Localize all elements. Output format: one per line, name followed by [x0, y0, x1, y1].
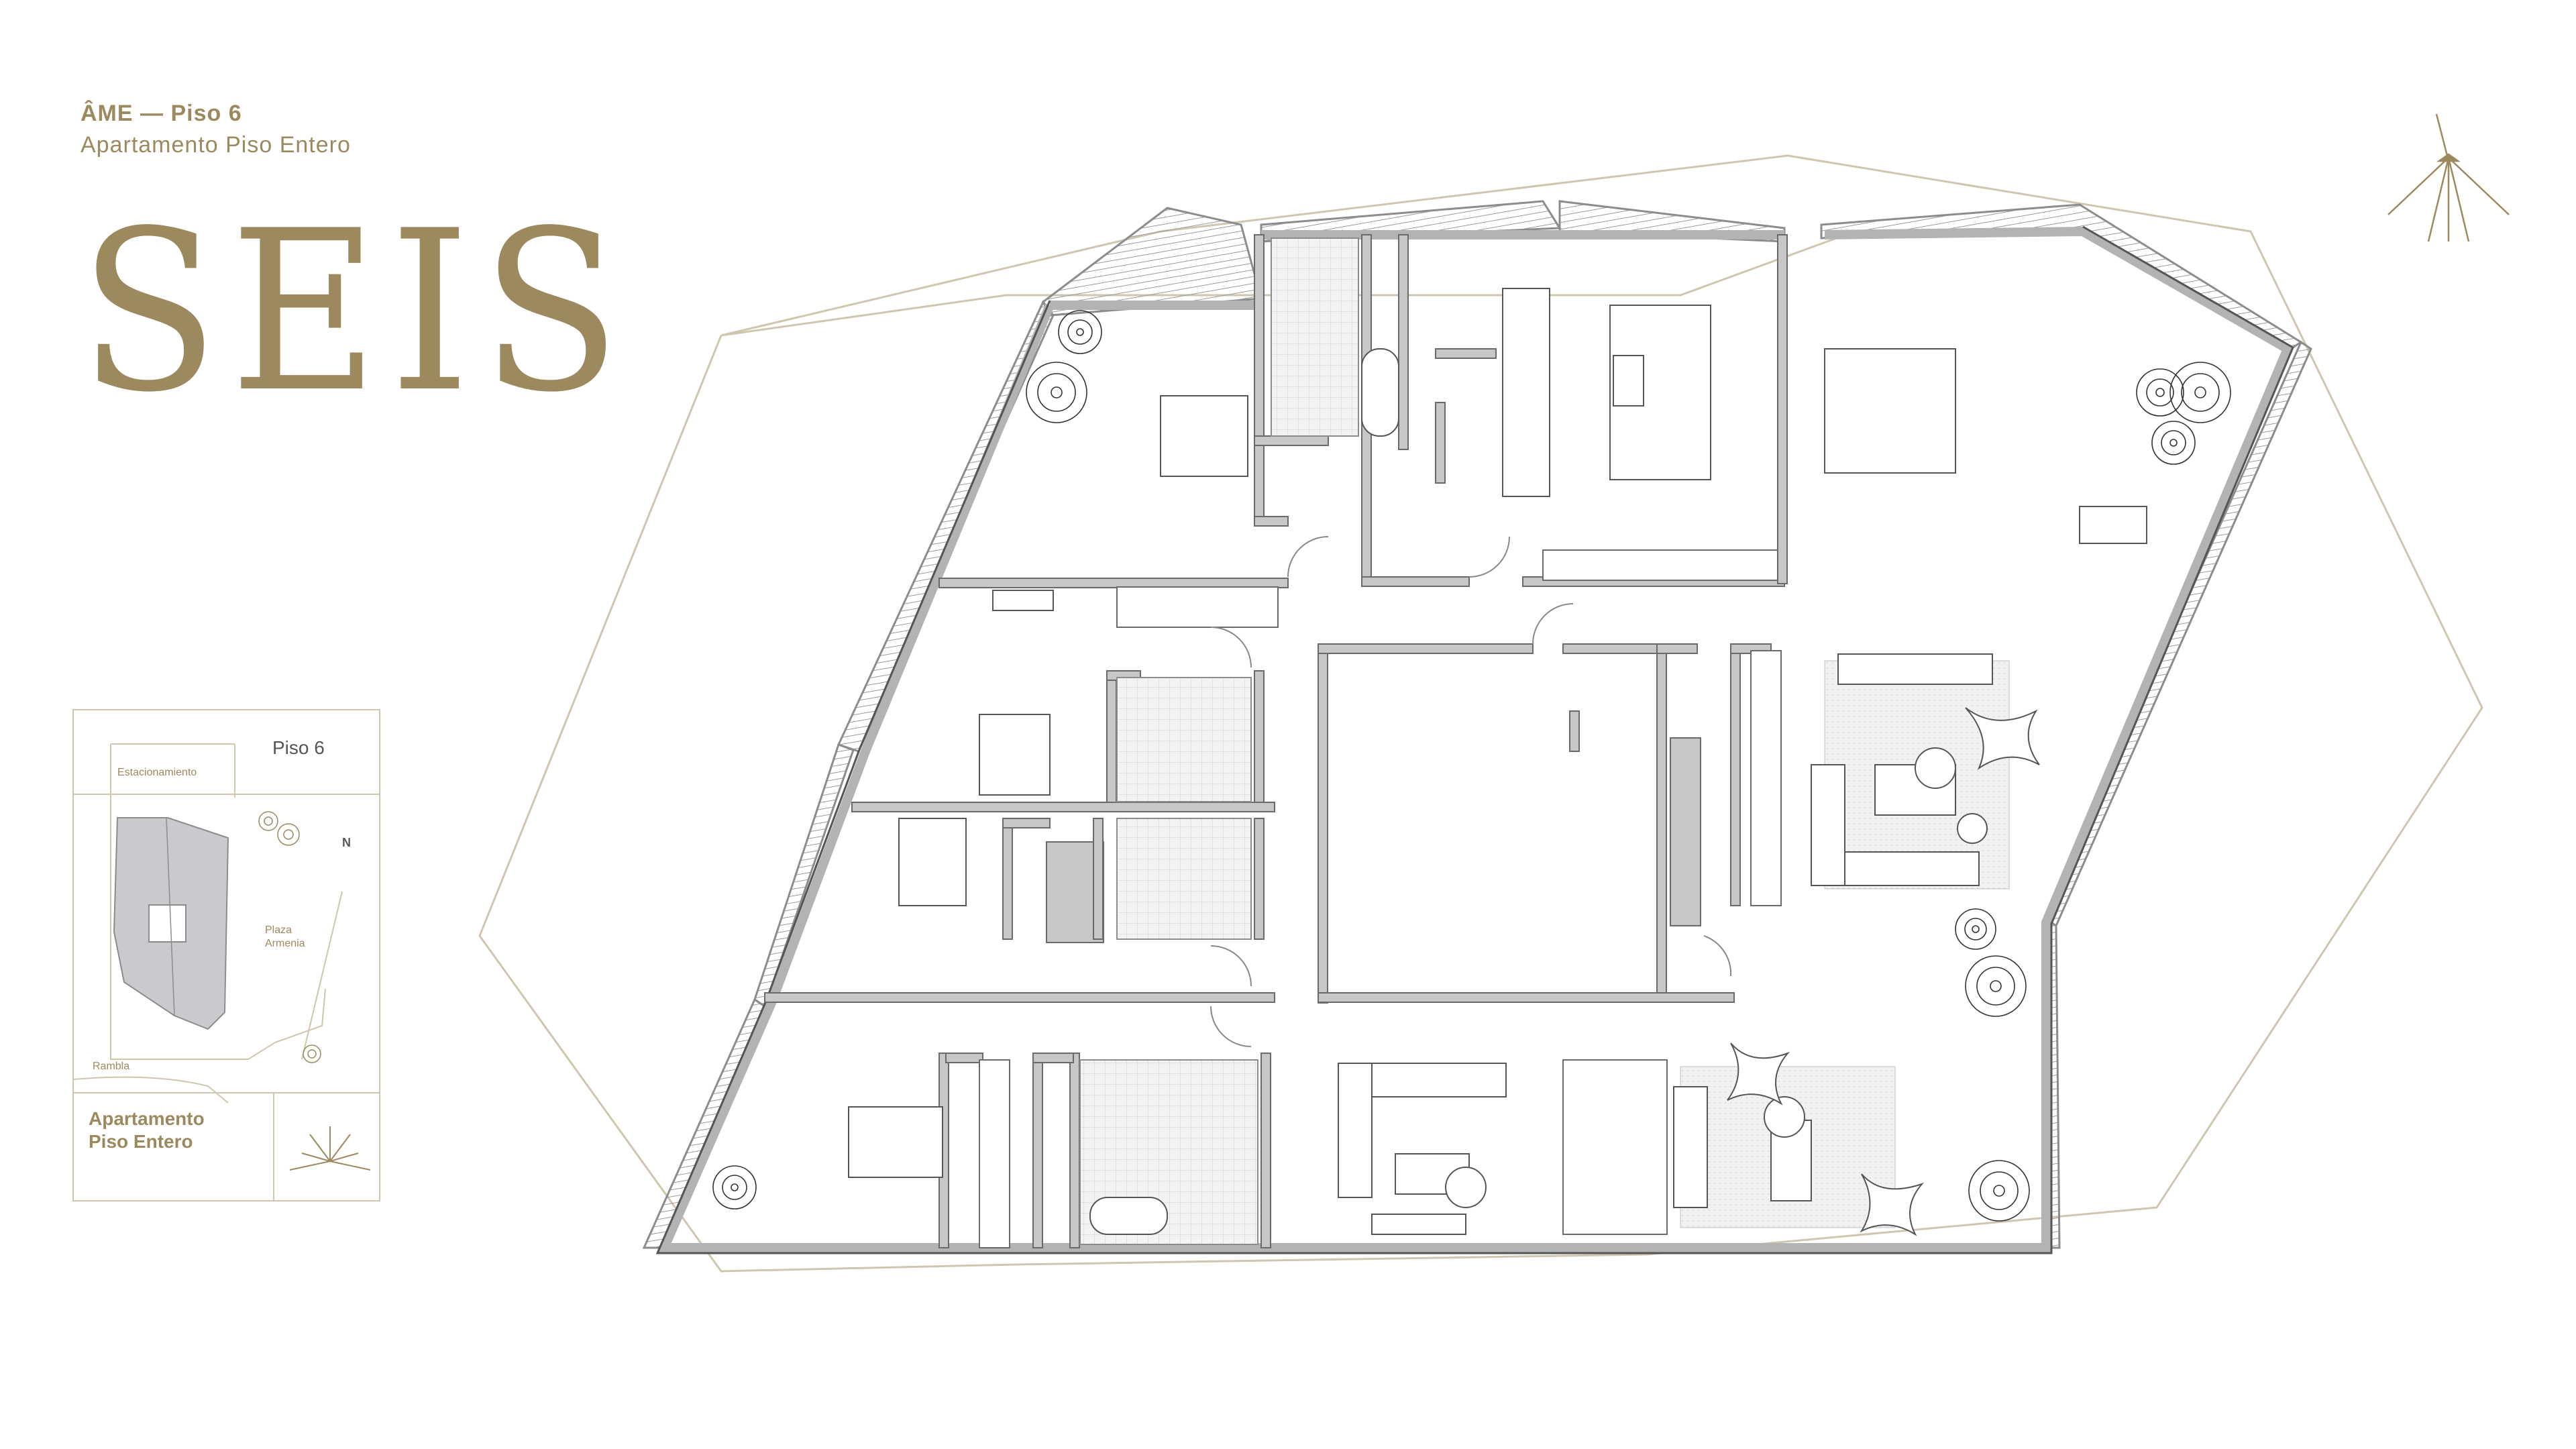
header: ÂME — Piso 6 Apartamento Piso Entero [80, 101, 351, 158]
furniture [848, 288, 2147, 1235]
key-plan-north-label: N [342, 836, 351, 849]
bathroom-tile [1079, 237, 1359, 1245]
page-subtitle: Apartamento Piso Entero [80, 132, 351, 158]
key-plan-site-outline [110, 744, 326, 1060]
compass [2375, 107, 2522, 258]
key-plan-rambla-label: Rambla [93, 1061, 130, 1072]
key-plan-floor-label: Piso 6 [272, 737, 325, 758]
key-plan-unit-type: Apartamento Piso Entero [89, 1108, 205, 1152]
interior-walls [764, 234, 1788, 1248]
rug [1680, 660, 2010, 1228]
tree-icon [712, 310, 2231, 1222]
door-swing [1210, 536, 1732, 1047]
key-plan: Piso 6 Estacionamiento N Plaza Armenia R… [72, 709, 380, 1201]
brand-wordmark: SEIS [79, 183, 632, 441]
key-plan-map [74, 743, 379, 1200]
key-plan-plaza-label: Plaza Armenia [265, 924, 305, 949]
exterior-walls [657, 226, 2294, 1252]
brand-star-icon [289, 1126, 371, 1171]
compass-icon [2387, 113, 2510, 242]
key-plan-parking-label: Estacionamiento [117, 767, 197, 778]
page-title: ÂME — Piso 6 [80, 101, 242, 126]
tree-icon [258, 811, 321, 1063]
accent-chair [1727, 707, 2040, 1236]
site-outline [478, 154, 2483, 1273]
